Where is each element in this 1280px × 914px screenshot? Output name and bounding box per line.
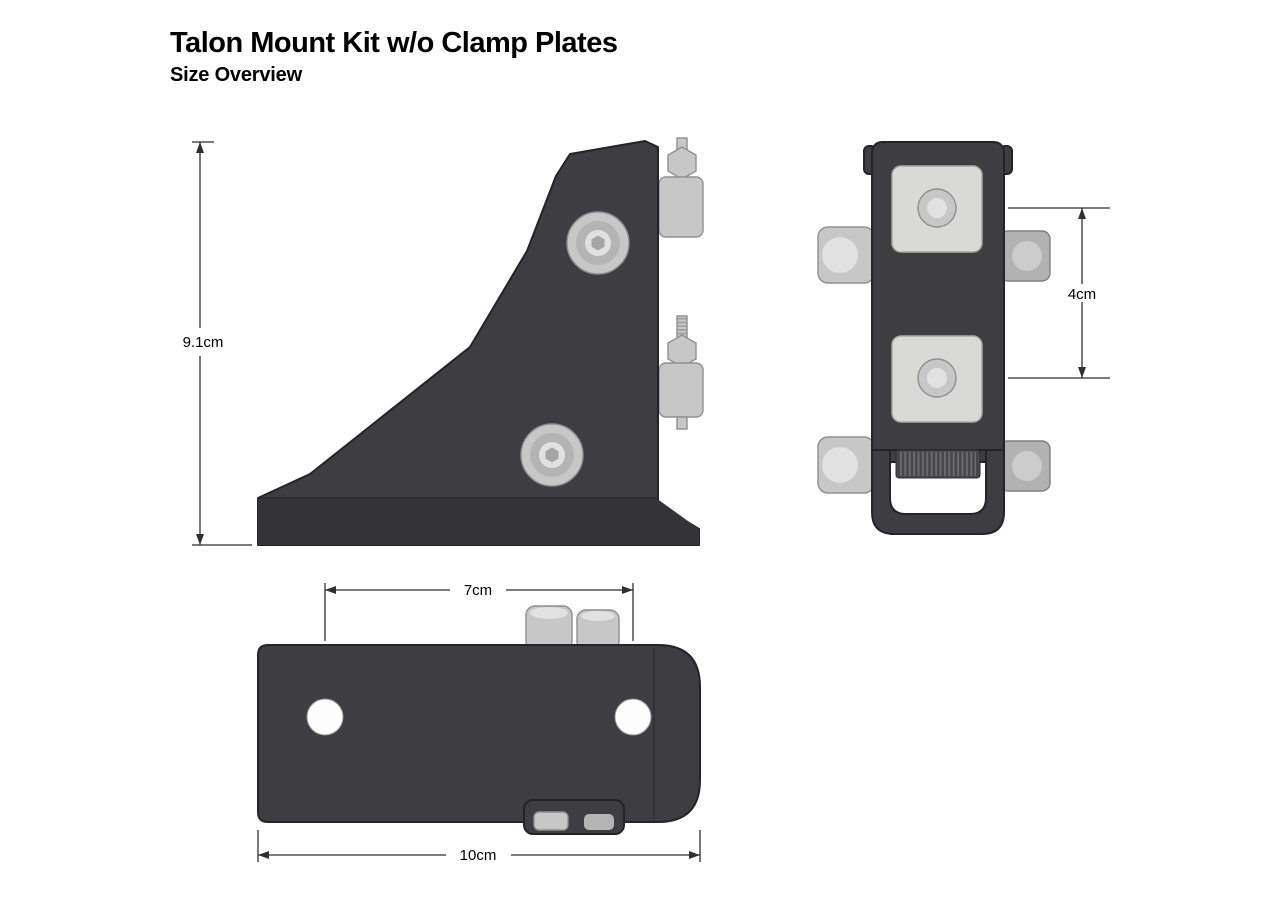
front-view (817, 141, 1051, 535)
clamp-block (658, 362, 704, 418)
side-bracket-body (257, 140, 700, 546)
clamp-nut (667, 334, 697, 368)
bolt-face (822, 237, 858, 273)
top-body (257, 644, 701, 823)
dimension-label-top-width: 10cm (460, 847, 497, 864)
nut-face (1012, 451, 1042, 481)
side-view (257, 137, 704, 546)
arrow-right-icon (689, 851, 700, 859)
front-right-lower-nut (999, 440, 1051, 492)
top-lower-hardware (523, 799, 625, 835)
bolt-hex-socket (545, 447, 559, 463)
top-view (257, 605, 701, 835)
side-upper-bolt (566, 211, 630, 275)
cylinder (584, 814, 614, 830)
front-u-strap (871, 449, 1005, 535)
top-left-hole (306, 698, 344, 736)
dimension-label-top-hole-spacing: 7cm (464, 582, 492, 599)
dimension-side-height: 9.1cm (183, 141, 252, 546)
top-right-hole (614, 698, 652, 736)
clamp-block (658, 176, 704, 238)
arrow-down-icon (196, 534, 204, 545)
front-left-upper-bolt (817, 226, 875, 284)
side-lower-clamp (658, 315, 704, 430)
cylinder (533, 811, 569, 831)
page-header: Talon Mount Kit w/o Clamp Plates Size Ov… (170, 27, 618, 87)
clamp-stud (676, 416, 688, 430)
bolt-face (822, 447, 858, 483)
arrow-right-icon (622, 586, 633, 594)
plate-bolt-cap (927, 198, 947, 218)
front-left-lower-bolt (817, 436, 875, 494)
cylinder-top (581, 611, 615, 621)
side-lower-bolt (520, 423, 584, 487)
dimension-front-bolt-spacing: 4cm (1008, 207, 1110, 379)
page-subtitle: Size Overview (170, 63, 302, 86)
bolt-hex-socket (591, 235, 605, 251)
side-upper-clamp (658, 137, 704, 238)
arrow-left-icon (325, 586, 336, 594)
arrow-up-icon (196, 142, 204, 153)
front-lower-plate (891, 335, 983, 423)
nut-face (1012, 241, 1042, 271)
top-upper-cylinders (525, 605, 620, 651)
cylinder-top (530, 607, 568, 619)
front-right-upper-nut (999, 230, 1051, 282)
plate-bolt-cap (927, 368, 947, 388)
dimension-label-side-height: 9.1cm (183, 334, 224, 351)
front-upper-plate (891, 165, 983, 253)
page-title: Talon Mount Kit w/o Clamp Plates (170, 27, 618, 59)
dimension-label-front-bolt-spacing: 4cm (1068, 286, 1096, 303)
side-bracket-base (258, 498, 699, 545)
dimension-top-hole-spacing: 7cm (324, 582, 634, 641)
clamp-nut (667, 146, 697, 180)
front-threaded-screw (895, 449, 981, 479)
arrow-down-icon (1078, 367, 1086, 378)
dimension-top-width: 10cm (257, 830, 701, 864)
arrow-left-icon (258, 851, 269, 859)
arrow-up-icon (1078, 208, 1086, 219)
